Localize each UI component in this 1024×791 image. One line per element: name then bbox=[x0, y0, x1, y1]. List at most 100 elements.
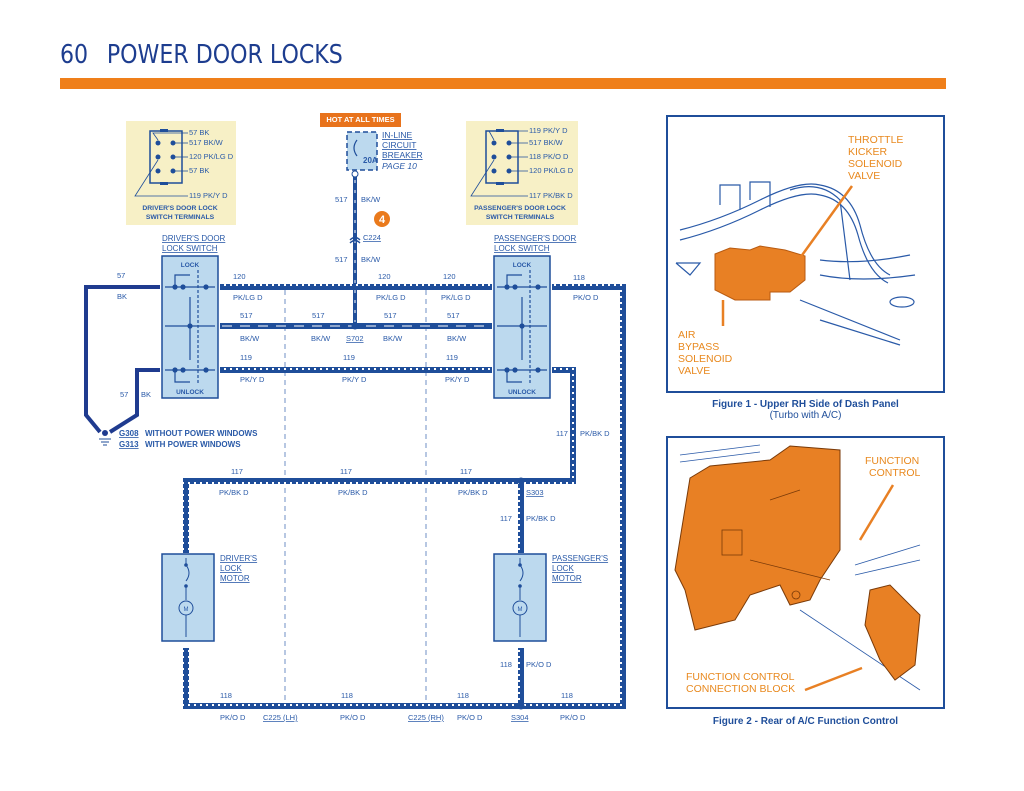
throttle-kicker-pointer bbox=[798, 185, 854, 259]
wire-119-num-3: 119 bbox=[446, 353, 458, 362]
page-number: 60 bbox=[60, 40, 89, 70]
wire-119-num-2: 119 bbox=[343, 353, 355, 362]
passenger-lock-label: LOCK bbox=[513, 262, 532, 269]
fig2-label-top-1: FUNCTION bbox=[865, 455, 919, 467]
passenger-pin-2: 517 BK/W bbox=[529, 138, 564, 147]
wire-57-ground-top bbox=[84, 285, 160, 434]
driver-switch-contacts bbox=[165, 270, 215, 385]
wire-118-num-b3: 118 bbox=[457, 691, 469, 700]
passenger-pin-3: 118 PK/O D bbox=[529, 152, 569, 161]
page-title: 60 POWER DOOR LOCKS bbox=[60, 40, 343, 70]
wire-120-num-1: 120 bbox=[233, 272, 246, 281]
splice-s303 bbox=[517, 477, 525, 485]
wire-57-ground-bottom bbox=[108, 368, 160, 434]
callout-number: 4 bbox=[379, 214, 386, 226]
wire-119-color-3: PK/Y D bbox=[445, 375, 470, 384]
wire-117-num-1: 117 bbox=[231, 467, 243, 476]
wire-118-num-b2: 118 bbox=[341, 691, 353, 700]
wire-118-color-b1: PK/O D bbox=[220, 713, 246, 722]
passenger-pin-4: 120 PK/LG D bbox=[529, 166, 574, 175]
driver-unlock-label: UNLOCK bbox=[176, 389, 204, 396]
function-control-unit bbox=[674, 445, 841, 631]
splice-s304-label: S304 bbox=[511, 713, 529, 722]
figure2-caption: Figure 2 - Rear of A/C Function Control bbox=[712, 716, 899, 727]
passenger-terminals-panel bbox=[466, 121, 578, 225]
fig1-label-top-3: SOLENOID bbox=[848, 158, 903, 170]
driver-terminal-connector bbox=[134, 129, 188, 197]
wire-517-color-1: BK/W bbox=[240, 334, 260, 343]
wire-117-upper bbox=[521, 367, 576, 484]
feed-circuit-top: 517 bbox=[335, 195, 348, 204]
passenger-terminals-caption-2: SWITCH TERMINALS bbox=[486, 214, 555, 221]
fig2-label-bottom-1: FUNCTION CONTROL bbox=[686, 671, 795, 683]
wire-119 bbox=[220, 367, 492, 373]
ground-g308-id: G308 bbox=[119, 429, 139, 438]
wire-117-color-branch: PK/BK D bbox=[526, 514, 556, 523]
fig1-label-bottom-2: BYPASS bbox=[678, 341, 719, 353]
wire-120-num-2: 120 bbox=[378, 272, 391, 281]
feed-color-bottom: BK/W bbox=[361, 255, 381, 264]
wire-517-color-2: BK/W bbox=[311, 334, 331, 343]
callout-4 bbox=[374, 211, 390, 227]
passenger-switch-contacts bbox=[497, 270, 547, 385]
passenger-terminal-connector bbox=[470, 129, 528, 197]
wire-117-color-right: PK/BK D bbox=[580, 429, 610, 438]
wire-118-color-b4: PK/O D bbox=[560, 713, 586, 722]
fig1-label-bottom-3: SOLENOID bbox=[678, 353, 733, 365]
wire-118-color-top: PK/O D bbox=[573, 293, 599, 302]
passenger-motor-m: M bbox=[518, 607, 523, 613]
passenger-pin-1: 119 PK/Y D bbox=[529, 126, 568, 135]
ground-g313-id: G313 bbox=[119, 440, 139, 449]
driver-pin-4: 57 BK bbox=[189, 166, 209, 175]
wire-117-num-right: 117 bbox=[556, 429, 568, 438]
fig1-label-top-2: KICKER bbox=[848, 146, 888, 158]
wire-118-color-branch: PK/O D bbox=[526, 660, 552, 669]
wire-118-num-top: 118 bbox=[573, 273, 585, 282]
wire-117-color-2: PK/BK D bbox=[338, 488, 368, 497]
passenger-motor-label-2: LOCK bbox=[552, 564, 574, 573]
driver-switch-label-1: DRIVER'S DOOR bbox=[162, 234, 226, 243]
wire-517-num-1: 517 bbox=[240, 311, 253, 320]
wire-118-num-b4: 118 bbox=[561, 691, 573, 700]
air-bypass-solenoid-valve bbox=[714, 245, 806, 301]
driver-motor-label-1: DRIVER'S bbox=[220, 554, 257, 563]
breaker-label-2: CIRCUIT bbox=[382, 140, 416, 150]
wire-117-num-branch: 117 bbox=[500, 514, 512, 523]
fig2-label-bottom-2: CONNECTION BLOCK bbox=[686, 683, 795, 695]
fig1-label-bottom-4: VALVE bbox=[678, 365, 710, 377]
wire-117-num-3: 117 bbox=[460, 467, 472, 476]
fig1-label-bottom-1: AIR bbox=[678, 329, 696, 341]
passenger-motor-label-1: PASSENGER'S bbox=[552, 554, 608, 563]
function-control-pointer bbox=[858, 484, 895, 541]
wire-119-color-1: PK/Y D bbox=[240, 375, 265, 384]
fig1-label-top-1: THROTTLE bbox=[848, 134, 903, 146]
wire-118-color-b2: PK/O D bbox=[340, 713, 366, 722]
driver-lock-motor bbox=[161, 553, 215, 642]
ground-icon bbox=[99, 438, 111, 446]
splice-s303-label: S303 bbox=[526, 488, 544, 497]
connector-c224-symbol bbox=[349, 236, 361, 244]
wire-517-num-2: 517 bbox=[312, 311, 325, 320]
wire-118-color-b3: PK/O D bbox=[457, 713, 483, 722]
connector-c225-rh: C225 (RH) bbox=[408, 713, 444, 722]
wire-119-num-1: 119 bbox=[240, 353, 252, 362]
title-accent-bar bbox=[60, 78, 946, 89]
driver-pin-3: 120 PK/LG D bbox=[189, 152, 234, 161]
page-heading: POWER DOOR LOCKS bbox=[106, 40, 343, 70]
ground-bottom-num: 57 bbox=[120, 390, 128, 399]
driver-switch-label-2: LOCK SWITCH bbox=[162, 244, 218, 253]
wire-118-num-b1: 118 bbox=[220, 691, 232, 700]
breaker-rating: 20A bbox=[363, 156, 378, 165]
ground-bottom-color: BK bbox=[141, 390, 151, 399]
connector-c224: C224 bbox=[363, 233, 381, 242]
hot-at-all-times-badge: HOT AT ALL TIMES bbox=[320, 113, 401, 127]
figure1-frame bbox=[666, 115, 945, 393]
driver-pin-1: 57 BK bbox=[189, 128, 209, 137]
ground-top-num: 57 bbox=[117, 271, 125, 280]
splice-s304 bbox=[517, 702, 525, 710]
wire-118-num-branch: 118 bbox=[500, 660, 512, 669]
wire-117-num-2: 117 bbox=[340, 467, 352, 476]
wire-119-color-2: PK/Y D bbox=[342, 375, 367, 384]
passenger-switch-label-1: PASSENGER'S DOOR bbox=[494, 234, 577, 243]
